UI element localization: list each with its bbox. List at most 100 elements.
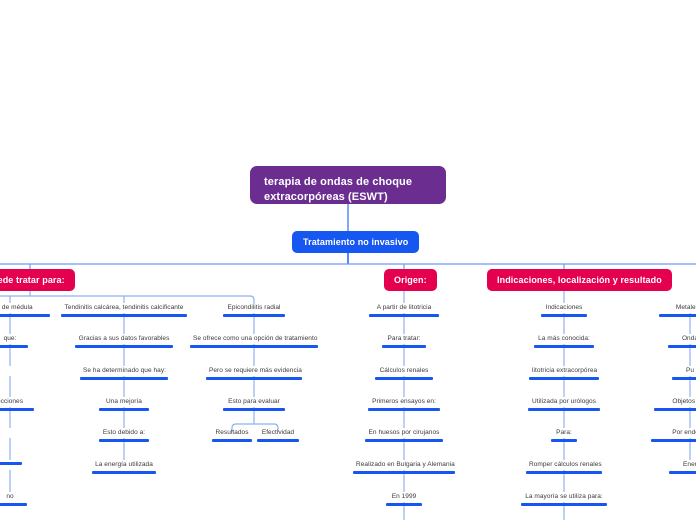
- node-tendinitis-4[interactable]: Esto debido a:: [99, 428, 149, 442]
- node-label: Indicaciones: [545, 304, 583, 311]
- node-origen-5[interactable]: Realizado en Bulgaria y Alemania: [353, 460, 455, 474]
- node-label: Por ende se: [672, 429, 696, 436]
- node-label: Para tratar:: [387, 335, 421, 342]
- node-tendinitis-5[interactable]: La energía utilizada: [92, 460, 156, 474]
- node-epicondilitis-3[interactable]: Esto para evaluar: [223, 397, 285, 411]
- branch-heading-indicaciones-label: Indicaciones, localización y resultado: [497, 275, 662, 285]
- node-underline: [651, 439, 696, 442]
- node-label: Esto debido a:: [102, 429, 146, 436]
- node-indicaciones-3[interactable]: Utilizada por urólogos: [528, 397, 600, 411]
- node-tendinitis-2[interactable]: Se ha determinado que hay:: [80, 366, 168, 380]
- node-underline: [375, 377, 433, 380]
- node-label: La energía utilizada: [95, 461, 153, 468]
- node-tendinitis-0[interactable]: Tendinitis calcárea, tendinitis calcific…: [61, 303, 187, 317]
- node-edema-1[interactable]: que:: [0, 334, 28, 348]
- node-origen-2[interactable]: Cálculos renales: [375, 366, 433, 380]
- node-underline: [206, 377, 302, 380]
- node-label: Se ofrece como una opción de tratamiento: [193, 335, 318, 342]
- node-resultados[interactable]: Resultados: [212, 428, 252, 442]
- node-label: que:: [3, 335, 17, 342]
- node-underline: [382, 345, 426, 348]
- node-underline: [528, 408, 600, 411]
- trunk-node[interactable]: Tratamiento no invasivo: [292, 231, 420, 253]
- node-underline: [0, 503, 27, 506]
- node-label: Ener: [683, 461, 696, 468]
- node-label: A partir de litotricia: [376, 304, 432, 311]
- branch-heading-origen[interactable]: Origen:: [384, 269, 437, 291]
- node-tendinitis-1[interactable]: Gracias a sus datos favorables: [75, 334, 173, 348]
- node-efectividad[interactable]: Efectividad: [257, 428, 299, 442]
- node-underline: [0, 462, 22, 465]
- node-label: Efectividad: [261, 429, 295, 436]
- node-edema-4[interactable]: no: [0, 492, 27, 506]
- node-underline: [212, 439, 252, 442]
- node-metales-5[interactable]: Ener: [669, 460, 696, 474]
- node-origen-4[interactable]: En huesos por cirujanos: [365, 428, 443, 442]
- node-underline: [386, 503, 422, 506]
- root-node[interactable]: terapia de ondas de choque extracorpórea…: [250, 166, 446, 204]
- node-underline: [0, 408, 34, 411]
- node-underline: [190, 345, 318, 348]
- branch-heading-indicaciones[interactable]: Indicaciones, localización y resultado: [487, 269, 672, 291]
- node-edema-3[interactable]: [0, 460, 22, 465]
- node-metales-4[interactable]: Por ende se: [651, 428, 696, 442]
- node-underline: [369, 314, 439, 317]
- node-label: Tendinitis calcárea, tendinitis calcific…: [64, 304, 184, 311]
- branch-heading-origen-label: Origen:: [394, 275, 427, 285]
- node-underline: [365, 439, 443, 442]
- node-indicaciones-2[interactable]: litotricia extracorpórea: [529, 366, 599, 380]
- node-underline: [551, 439, 577, 442]
- node-underline: [521, 503, 607, 506]
- node-underline: [223, 408, 285, 411]
- node-origen-6[interactable]: En 1999: [386, 492, 422, 506]
- node-metales-0[interactable]: Metales y: [659, 303, 696, 317]
- node-underline: [672, 377, 696, 380]
- node-underline: [669, 471, 696, 474]
- node-underline: [0, 345, 28, 348]
- node-underline: [529, 377, 599, 380]
- root-node-label: terapia de ondas de choque extracorpórea…: [264, 176, 413, 203]
- node-indicaciones-0[interactable]: Indicaciones: [541, 303, 587, 317]
- branch-heading-tratar[interactable]: uede tratar para:: [0, 269, 75, 291]
- node-edema-0[interactable]: ema de médula: [0, 303, 50, 317]
- node-underline: [541, 314, 587, 317]
- node-underline: [668, 345, 696, 348]
- node-indicaciones-1[interactable]: La más conocida:: [534, 334, 594, 348]
- node-indicaciones-4[interactable]: Para:: [551, 428, 577, 442]
- node-edema-2[interactable]: ecciones: [0, 397, 34, 411]
- node-epicondilitis-0[interactable]: Epicondilitis radial: [223, 303, 285, 317]
- node-underline: [80, 377, 168, 380]
- node-epicondilitis-1[interactable]: Se ofrece como una opción de tratamiento: [190, 334, 318, 348]
- node-origen-1[interactable]: Para tratar:: [382, 334, 426, 348]
- node-underline: [368, 408, 440, 411]
- node-label: Para:: [556, 429, 572, 436]
- node-label: Primeros ensayos en:: [372, 398, 436, 405]
- node-underline: [654, 408, 696, 411]
- node-label: ecciones: [0, 398, 24, 405]
- node-label: Metales y: [675, 304, 696, 311]
- node-origen-0[interactable]: A partir de litotricia: [369, 303, 439, 317]
- node-label: Epicondilitis radial: [227, 304, 281, 311]
- node-metales-1[interactable]: Onda: [668, 334, 696, 348]
- node-label: En 1999: [391, 493, 417, 500]
- branch-heading-tratar-label: uede tratar para:: [0, 275, 65, 285]
- node-underline: [0, 314, 50, 317]
- node-underline: [659, 314, 696, 317]
- node-indicaciones-5[interactable]: Romper cálculos renales: [526, 460, 602, 474]
- node-underline: [61, 314, 187, 317]
- node-label: Realizado en Bulgaria y Alemania: [356, 461, 455, 468]
- node-label: ema de médula: [0, 304, 33, 311]
- node-origen-3[interactable]: Primeros ensayos en:: [368, 397, 440, 411]
- node-metales-2[interactable]: Pu: [672, 366, 696, 380]
- node-underline: [526, 471, 602, 474]
- node-underline: [92, 471, 156, 474]
- node-metales-3[interactable]: Objetos sen: [654, 397, 696, 411]
- node-epicondilitis-2[interactable]: Pero se requiere más evidencia: [206, 366, 302, 380]
- node-label: Pero se requiere más evidencia: [209, 367, 302, 374]
- node-label: La más conocida:: [538, 335, 590, 342]
- node-indicaciones-6[interactable]: La mayoría se utiliza para:: [521, 492, 607, 506]
- node-label: Una mejoría: [106, 398, 142, 405]
- node-tendinitis-3[interactable]: Una mejoría: [99, 397, 149, 411]
